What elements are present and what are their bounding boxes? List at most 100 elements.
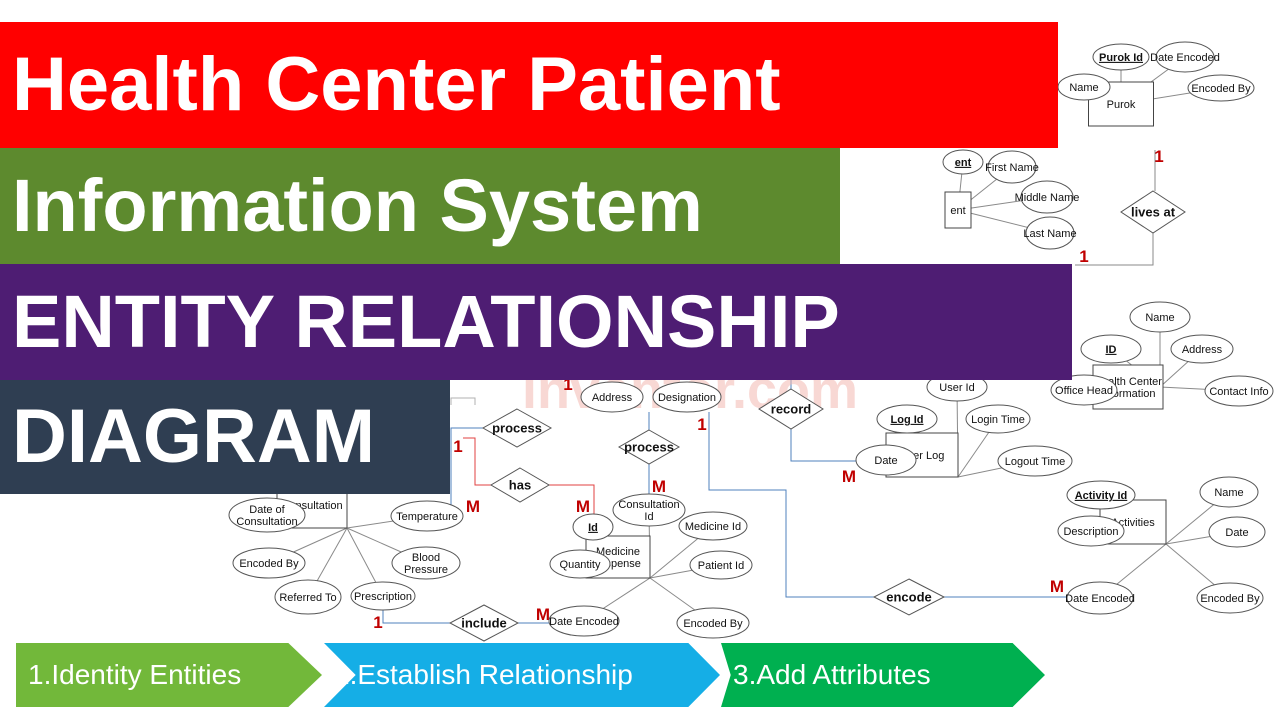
attribute-label: Patient Id [698, 560, 744, 572]
attribute-label: Referred To [279, 592, 336, 604]
attribute-label: Log Id [891, 414, 924, 426]
connector-line [382, 610, 450, 624]
relationship-diamond [758, 388, 824, 430]
attribute-ellipse [232, 547, 306, 579]
connector-line [450, 427, 483, 505]
cardinality-label: 1 [1154, 147, 1163, 166]
attribute-label: Address [592, 392, 633, 404]
relationship-diamond [490, 467, 550, 503]
attribute-ellipse [1050, 374, 1118, 406]
step-add-attributes: 3.Add Attributes [721, 643, 1045, 707]
cardinality-label: 1 [373, 613, 382, 632]
connector-line [708, 412, 874, 598]
attribute-ellipse [1025, 216, 1075, 250]
attribute-ellipse [1066, 581, 1134, 615]
attribute-ellipse [1199, 476, 1259, 508]
entity-label: Purok [1107, 99, 1136, 111]
attribute-label: Encoded By [1200, 593, 1260, 605]
attribute-ellipse [689, 550, 753, 580]
attribute-label: Purok Id [1099, 52, 1143, 64]
attribute-ellipse [350, 581, 416, 611]
attribute-label: Address [1182, 344, 1223, 356]
relationship-diamond [617, 429, 681, 465]
attribute-ellipse [876, 404, 938, 434]
attribute-ellipse [1066, 480, 1136, 510]
entity-box [944, 191, 972, 229]
relationship-diamond [1120, 190, 1186, 234]
attribute-label: ID [1106, 344, 1117, 356]
connector-line [450, 397, 476, 405]
attribute-ellipse [678, 511, 748, 541]
relationship-label: include [461, 616, 507, 631]
relationship-label: encode [886, 590, 932, 605]
attribute-label: ent [955, 157, 972, 169]
cardinality-label: M [652, 477, 666, 496]
relationship-label: process [492, 421, 542, 436]
attribute-label: Name [1069, 82, 1098, 94]
attribute-label: Medicine Id [685, 521, 741, 533]
connector-line [549, 484, 595, 514]
title-line-3: ENTITY RELATIONSHIP [0, 264, 1072, 380]
attribute-ellipse [987, 150, 1037, 184]
attribute-label: Name [1145, 312, 1174, 324]
step-establish-relationship: 2.Establish Relationship [324, 643, 720, 707]
relationship-label: process [624, 440, 674, 455]
attribute-ellipse [548, 605, 620, 637]
attribute-ellipse [965, 404, 1031, 434]
relationship-diamond [448, 604, 520, 642]
attribute-ellipse [390, 500, 464, 532]
attribute-ellipse [676, 607, 750, 639]
attribute-ellipse [1170, 334, 1234, 364]
title-line-2: Information System [0, 148, 840, 264]
attribute-label: Quantity [560, 559, 601, 571]
attribute-label: Last Name [1023, 228, 1076, 240]
attribute-label: First Name [985, 162, 1039, 174]
attribute-ellipse [612, 493, 686, 527]
cardinality-label: M [842, 467, 856, 486]
relationship-label: record [771, 402, 812, 417]
attribute-label: Description [1063, 526, 1118, 538]
attribute-ellipse [1204, 375, 1274, 407]
relationship-label: has [509, 478, 531, 493]
attribute-ellipse [1020, 180, 1074, 214]
attribute-label: Middle Name [1015, 192, 1080, 204]
attribute-label: Logout Time [1005, 456, 1066, 468]
attribute-ellipse [580, 381, 644, 413]
attribute-ellipse [1129, 301, 1191, 333]
cardinality-label: M [536, 605, 550, 624]
attribute-ellipse [549, 549, 611, 579]
cardinality-label: 1 [697, 415, 706, 434]
attribute-label: Encoded By [239, 558, 299, 570]
title-line-1: Health Center Patient [0, 22, 1058, 148]
attribute-label: Encoded By [683, 618, 743, 630]
relationship-diamond [872, 578, 946, 616]
cardinality-label: 1 [453, 437, 462, 456]
attribute-label: Encoded By [1191, 83, 1251, 95]
attribute-label: Date Encoded [1065, 593, 1135, 605]
attribute-label: Date Encoded [549, 616, 619, 628]
attribute-ellipse [1080, 334, 1142, 364]
attribute-ellipse [274, 579, 342, 615]
cardinality-label: 1 [563, 375, 572, 394]
title-line-4: DIAGRAM [0, 380, 450, 494]
attribute-label: Office Head [1055, 385, 1113, 397]
step-identify-entities: 1.Identity Entities [16, 643, 322, 707]
attribute-label: Login Time [971, 414, 1025, 426]
attribute-label: Name [1214, 487, 1243, 499]
attribute-label: Contact Info [1209, 386, 1268, 398]
cardinality-label: M [466, 497, 480, 516]
entity-label: ent [950, 205, 965, 217]
attribute-ellipse [572, 513, 614, 541]
connector-line [463, 437, 491, 486]
attribute-ellipse [855, 444, 917, 476]
attribute-label: Designation [658, 392, 716, 404]
attribute-ellipse [1057, 73, 1111, 101]
attribute-label: Date [1225, 527, 1248, 539]
attribute-ellipse [1187, 74, 1255, 102]
attribute-ellipse [1196, 582, 1264, 614]
